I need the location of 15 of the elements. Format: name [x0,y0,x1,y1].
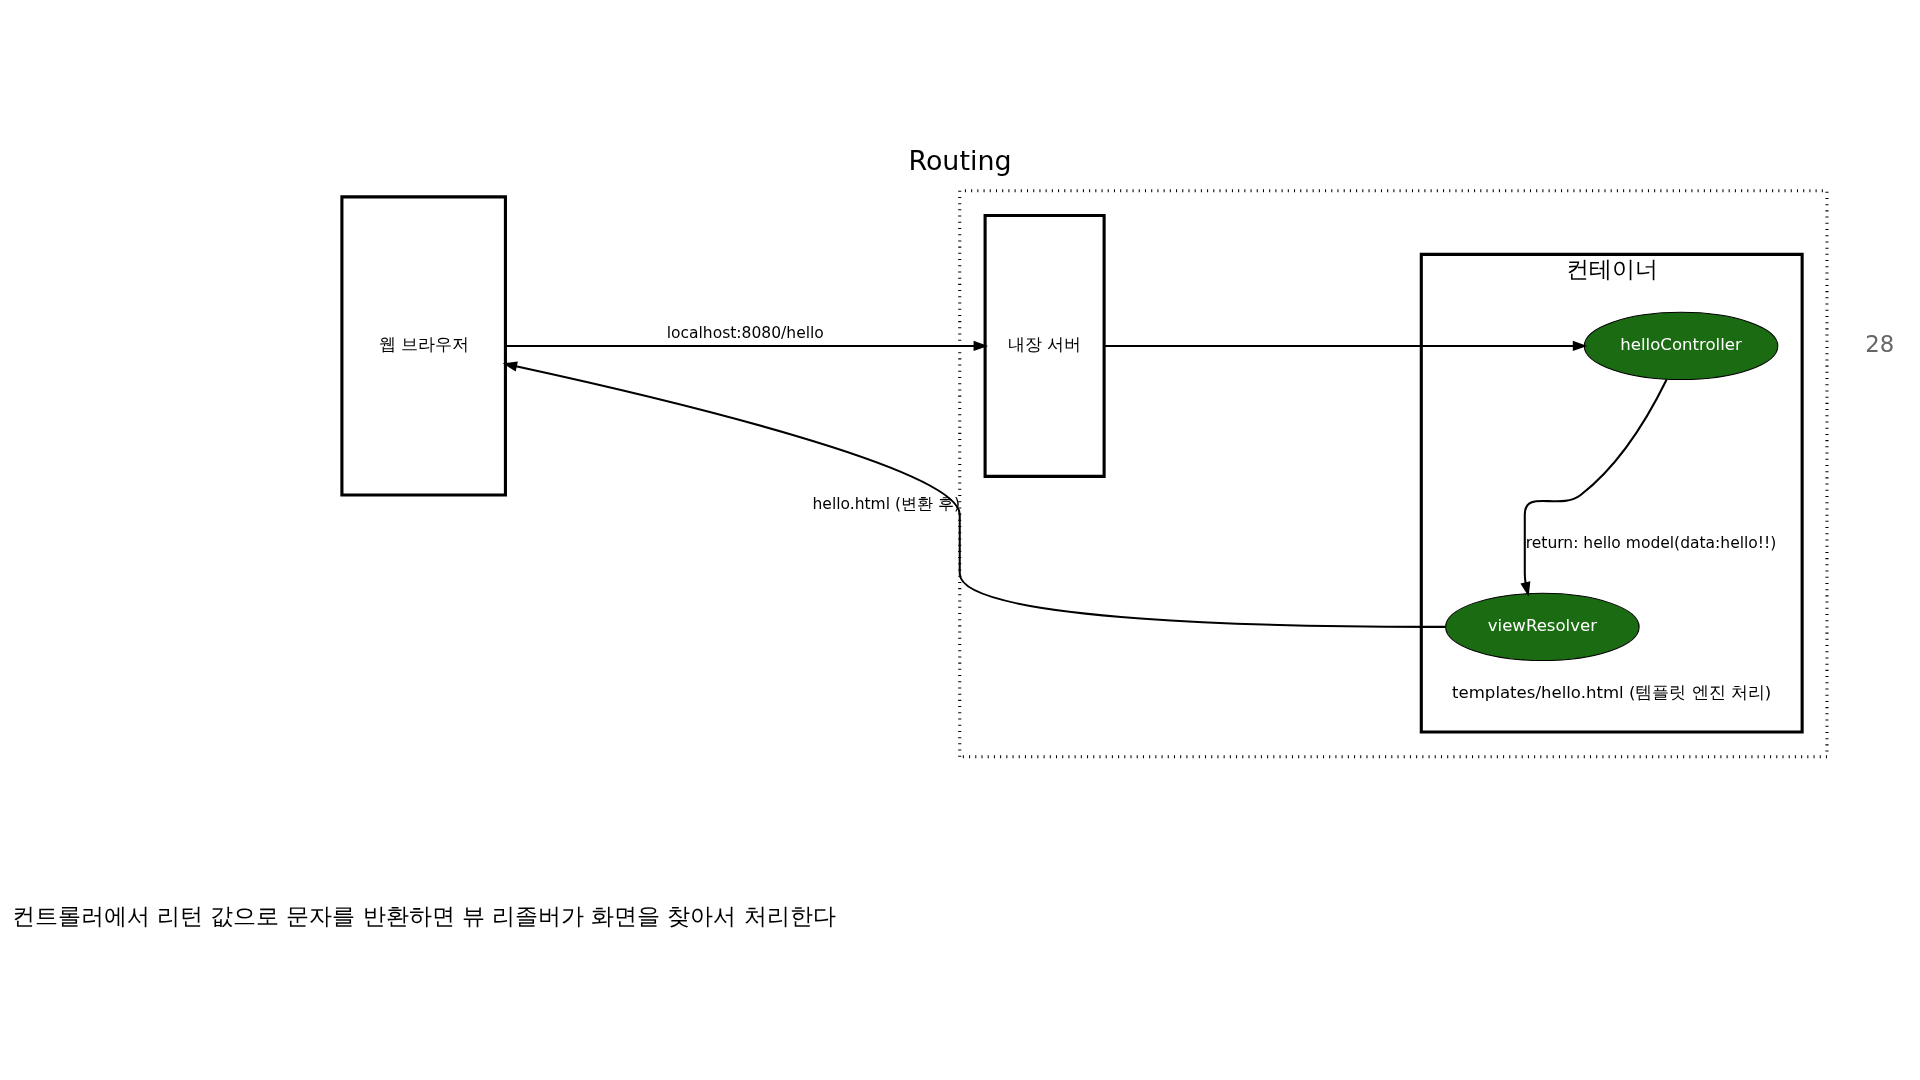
arrow [502,360,1446,628]
arrow [1104,340,1588,351]
caption: 컨트롤러에서 리턴 값으로 문자를 반환하면 뷰 리졸버가 화면을 찾아서 처리한다 [11,902,836,929]
arrow [505,340,989,351]
cluster [958,188,1829,758]
edge-label: return: hello model(data:hello!!) [1525,533,1777,552]
label: 28 [1865,330,1895,357]
node-ellipse: helloController [1583,311,1779,380]
node-box: 내장 서버 [983,213,1106,478]
edge-label: localhost:8080/hello [666,323,824,342]
node-ellipse: viewResolver [1445,592,1640,661]
node-box: 웹 브라우저 [340,194,507,497]
node-label: templates/hello.html (템플릿 엔진 처리) [1452,682,1772,702]
arrow [1520,378,1668,597]
diagram-title: Routing [908,144,1012,176]
